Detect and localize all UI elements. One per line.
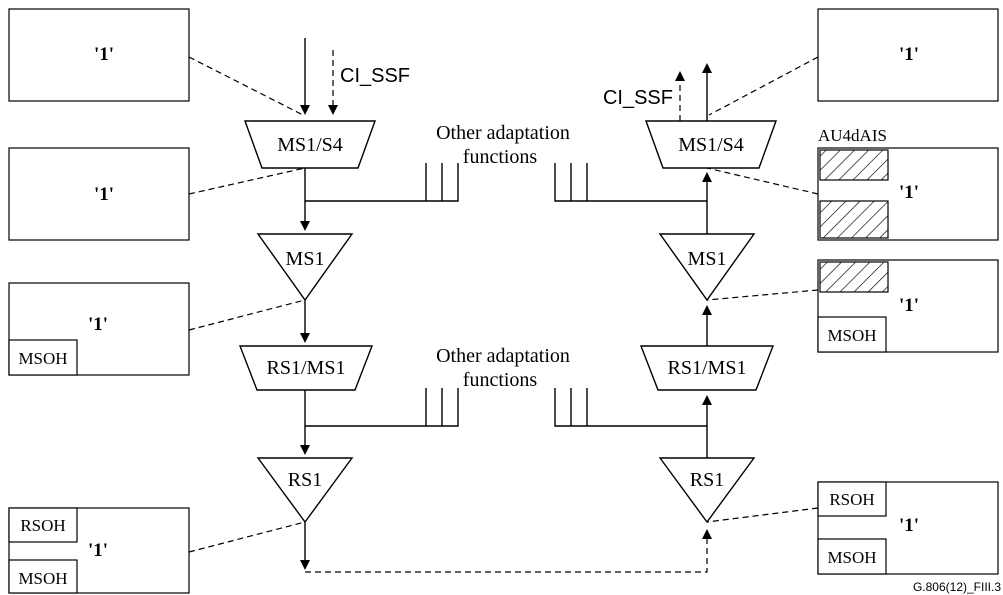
frame-right-3: MSOH '1' [817, 259, 999, 353]
rs1-ms1-source: RS1/MS1 [639, 345, 775, 391]
other-adaptation-line2: functions [463, 369, 538, 391]
ci-ssf-label: CI_SSF [603, 87, 673, 109]
other-adaptation-lower: Other adaptation functions [305, 345, 707, 427]
function-label: RS1/MS1 [267, 357, 346, 379]
frame-right-4: RSOH MSOH '1' [817, 481, 999, 575]
ms1-s4-source: MS1/S4 [645, 120, 777, 169]
rs1-source: RS1 [658, 457, 756, 524]
hatched-area [819, 261, 889, 293]
frame-label: '1' [899, 295, 919, 316]
other-adaptation-line2: functions [463, 146, 538, 168]
msoh-label: MSOH [18, 569, 67, 588]
callout-line [706, 167, 819, 195]
rs1-ms1-sink: RS1/MS1 [238, 345, 374, 391]
frame-label: '1' [899, 515, 919, 536]
callout-line [706, 289, 819, 301]
hatched-area [819, 200, 889, 239]
msoh-box [817, 538, 887, 575]
rsoh-box [8, 507, 78, 543]
msoh-box [8, 339, 78, 376]
frame-right-1: '1' [817, 8, 999, 102]
frame-label: '1' [88, 314, 108, 335]
function-label: RS1 [690, 469, 724, 491]
callout-line [188, 299, 306, 331]
msoh-label: MSOH [18, 349, 67, 368]
function-label: MS1 [286, 248, 325, 270]
function-label: RS1 [288, 469, 322, 491]
msoh-box [817, 316, 887, 353]
rsoh-label: RSOH [829, 490, 874, 509]
callout-line [188, 56, 304, 116]
frame-label: '1' [899, 182, 919, 203]
frame-left-4: RSOH MSOH '1' [8, 507, 190, 594]
msoh-box [8, 559, 78, 594]
frame-label: '1' [94, 184, 114, 205]
function-label: MS1/S4 [678, 134, 744, 156]
rsoh-box [817, 481, 887, 517]
callout-line [708, 56, 819, 116]
callout-line [188, 521, 306, 553]
function-label: MS1 [688, 248, 727, 270]
ms1-sink: MS1 [256, 233, 354, 302]
msoh-label: MSOH [827, 326, 876, 345]
other-adaptation-line1: Other adaptation [436, 345, 570, 367]
frame-left-1: '1' [8, 8, 190, 102]
frame-label: '1' [94, 44, 114, 65]
frame-right-2: '1' [817, 147, 999, 241]
loopback-dashed [305, 529, 712, 573]
frame-label: '1' [899, 44, 919, 65]
other-adaptation-upper: Other adaptation functions [305, 122, 707, 202]
other-adaptation-line1: Other adaptation [436, 122, 570, 144]
callout-line [188, 167, 306, 195]
function-label: MS1/S4 [277, 134, 343, 156]
ci-ssf-label: CI_SSF [340, 65, 410, 87]
rsoh-label: RSOH [20, 516, 65, 535]
ms1-source: MS1 [658, 233, 756, 302]
function-label: RS1/MS1 [668, 357, 747, 379]
frame-left-2: '1' [8, 147, 190, 241]
hatched-area [819, 149, 889, 181]
figure-id: G.806(12)_FIII.3 [913, 580, 1001, 594]
callout-line [706, 507, 819, 523]
msoh-label: MSOH [827, 548, 876, 567]
frame-left-3: MSOH '1' [8, 282, 190, 376]
ms1-s4-sink: MS1/S4 [244, 120, 376, 169]
rs1-sink: RS1 [256, 457, 354, 524]
frame-label: '1' [88, 540, 108, 561]
au4dais-label: AU4dAIS [818, 126, 887, 145]
